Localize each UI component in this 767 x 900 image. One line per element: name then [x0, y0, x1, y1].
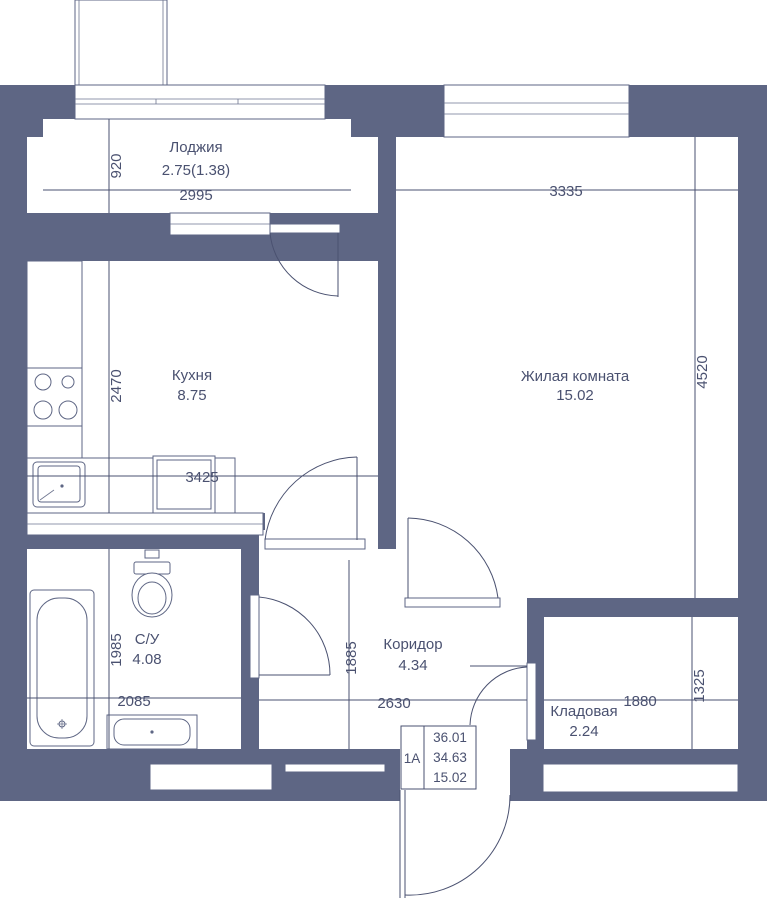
room-area-loggia: 2.75(1.38): [162, 162, 230, 179]
dim-loggia-width: 2995: [179, 187, 212, 204]
dimension-labels: 2995 920 3335 4520 2470 3425 1985 2085 1…: [108, 153, 711, 712]
room-name-corridor: Коридор: [383, 636, 442, 653]
dim-corridor-depth: 1885: [343, 641, 360, 674]
dim-kitchen-width: 3425: [185, 469, 218, 486]
storage-door: [469, 662, 537, 741]
living-floor: [396, 137, 738, 598]
loggia-door: [269, 223, 341, 297]
dim-loggia-depth: 920: [108, 153, 125, 178]
storage-floor: [544, 617, 738, 749]
dim-kitchen-depth: 2470: [108, 369, 125, 402]
passport-living-area: 15.02: [433, 770, 467, 785]
room-area-storage: 2.24: [569, 723, 598, 740]
dim-living-width: 3335: [549, 183, 582, 200]
washbasin-icon: [106, 714, 198, 750]
dim-storage-width: 1880: [623, 693, 656, 710]
loggia-floor: [43, 119, 351, 213]
entrance-door: [399, 790, 511, 898]
balcony-frame: [74, 0, 168, 86]
dim-living-depth: 4520: [694, 355, 711, 388]
drain-icon: [57, 719, 67, 729]
passport-total-area: 36.01: [433, 730, 467, 745]
room-area-living: 15.02: [556, 387, 594, 404]
bathroom-fixtures: [29, 549, 198, 750]
apartment-passport: 1А 36.01 34.63 15.02: [400, 725, 477, 790]
apartment-type: 1А: [404, 751, 421, 766]
room-area-corridor: 4.34: [398, 657, 427, 674]
room-area-kitchen: 8.75: [177, 387, 206, 404]
room-name-loggia: Лоджия: [169, 139, 222, 156]
dim-bath-depth: 1985: [108, 633, 125, 666]
room-area-bathroom: 4.08: [132, 651, 161, 668]
room-name-living: Жилая комната: [521, 368, 630, 385]
room-name-storage: Кладовая: [550, 703, 617, 720]
passport-area-2: 34.63: [433, 750, 467, 765]
room-name-bathroom: С/У: [135, 631, 160, 648]
dim-corridor-width: 2630: [377, 695, 410, 712]
kitchen-fixtures: [26, 260, 236, 514]
bathroom-door: [249, 594, 331, 679]
kitchen-door: [264, 456, 366, 550]
dim-bath-width: 2085: [117, 693, 150, 710]
room-labels: Лоджия 2.75(1.38) Кухня 8.75 Жилая комна…: [132, 139, 629, 740]
windows: [26, 84, 739, 793]
room-name-kitchen: Кухня: [172, 367, 212, 384]
dim-storage-depth: 1325: [691, 669, 708, 702]
living-door: [404, 517, 501, 608]
burner-icon: [33, 373, 78, 420]
dimension-lines: [27, 119, 738, 749]
toilet-icon: [131, 549, 173, 618]
doors: [249, 223, 537, 898]
